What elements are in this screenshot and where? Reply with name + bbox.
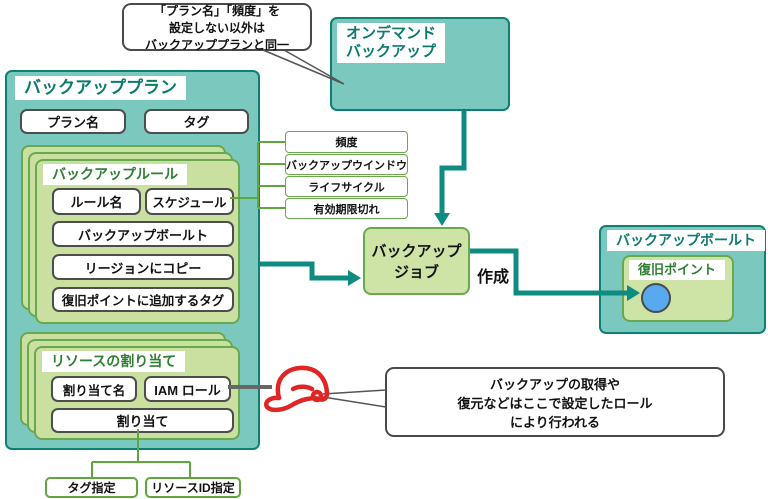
backup-window-box: バックアップウインドウ: [285, 154, 408, 175]
backup-vault-field: バックアップボールト: [52, 221, 234, 247]
lifecycle-box: ライフサイクル: [285, 176, 408, 197]
frequency-box: 頻度: [285, 131, 408, 153]
resource-assignment-title: リソースの割り当て: [42, 351, 186, 372]
backup-rule-title: バックアップルール: [43, 164, 187, 185]
plan-note-text: 「プラン名」「頻度」を 設定しない以外は バックアッププランと同一: [144, 3, 289, 52]
recovery-point-icon: [641, 283, 671, 313]
plan-to-job-arrow: [260, 261, 361, 286]
backup-vault-title: バックアップボールト: [607, 230, 765, 251]
recovery-point-tag-field: 復旧ポイントに追加するタグ: [52, 287, 234, 312]
plan-name-field: プラン名: [20, 109, 126, 134]
backup-rule-card: バックアップルール ルール名 スケジュール バックアップボールト リージョンにコ…: [35, 159, 240, 324]
recovery-point-title: 復旧ポイント: [629, 260, 726, 280]
tag-field: タグ: [144, 109, 249, 134]
on-demand-to-job-arrow: [434, 110, 467, 226]
backup-rule-stack: バックアップルール ルール名 スケジュール バックアップボールト リージョンにコ…: [21, 145, 240, 324]
resource-assignment-card: リソースの割り当て 割り当て名 IAM ロール 割り当て: [34, 346, 240, 440]
backup-vault-box: バックアップボールト 復旧ポイント: [599, 225, 766, 334]
iam-role-helmet-icon: [264, 365, 330, 413]
rule-name-field: ルール名: [52, 188, 141, 215]
tag-spec-box: タグ指定: [45, 477, 138, 498]
iam-role-note-callout-tail: [322, 389, 387, 408]
resource-assignment-stack: リソースの割り当て 割り当て名 IAM ロール 割り当て: [20, 332, 240, 440]
assignment-name-field: 割り当て名: [51, 376, 137, 402]
on-demand-backup-box: オンデマンド バックアップ: [330, 17, 510, 111]
iam-role-note-callout: バックアップの取得や 復元などはここで設定したロール により行われる: [385, 367, 725, 437]
create-label: 作成: [477, 269, 510, 286]
iam-role-note-text: バックアップの取得や 復元などはここで設定したロール により行われる: [457, 376, 653, 430]
backup-job-title: バックアップ ジョブ: [371, 243, 462, 281]
copy-to-region-field: リージョンにコピー: [52, 254, 234, 280]
backup-job-box: バックアップ ジョブ: [363, 227, 470, 295]
resource-id-spec-box: リソースID指定: [145, 477, 241, 498]
recovery-point-box: 復旧ポイント: [622, 255, 734, 322]
schedule-field: スケジュール: [145, 188, 234, 215]
expiration-box: 有効期限切れ: [285, 198, 408, 219]
plan-note-callout: 「プラン名」「頻度」を 設定しない以外は バックアッププランと同一: [122, 3, 312, 52]
backup-plan-title: バックアッププラン: [15, 76, 186, 101]
on-demand-backup-title: オンデマンド バックアップ: [337, 23, 446, 63]
iam-role-field: IAM ロール: [144, 376, 231, 402]
assignment-field: 割り当て: [51, 408, 234, 433]
backup-plan-box: バックアッププラン プラン名 タグ バックアップルール ルール名 スケジュール …: [5, 70, 260, 450]
